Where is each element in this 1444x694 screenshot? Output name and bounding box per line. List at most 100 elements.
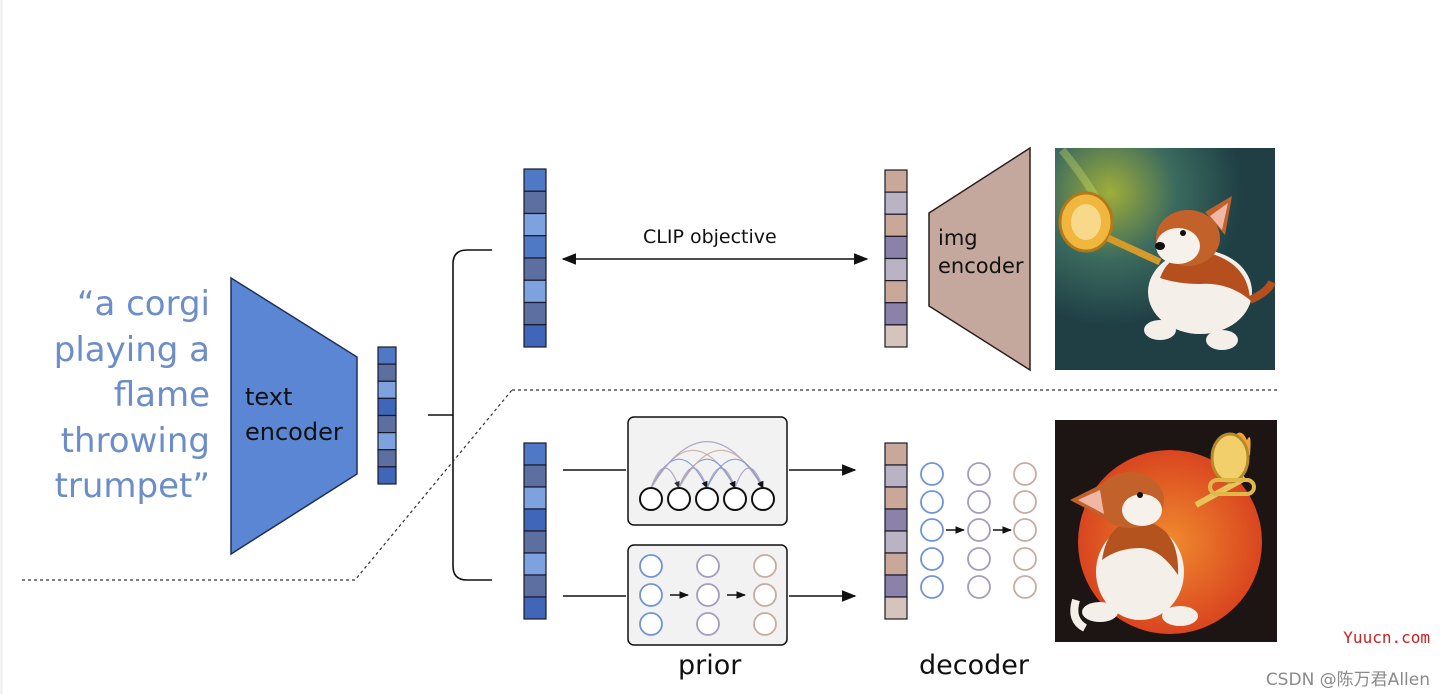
decoder-node [967,462,991,486]
decoder-node [1013,547,1037,571]
attention-arc [678,449,764,489]
diffusion-node [753,554,777,578]
attention-arc [706,467,736,489]
img-encoder-label-line: img [938,226,978,250]
prompt-line: trumpet” [54,466,210,506]
attention-arc [734,467,764,489]
clip-objective-label: CLIP objective [643,226,777,248]
watermark-author: CSDN @陈万君Allen [1265,670,1430,690]
decoder-label: decoder [919,650,1029,681]
prompt-line: flame [113,375,210,415]
decoder-node [1013,462,1037,486]
token-node [723,487,747,511]
embedding-cell [884,169,908,193]
diffusion-prior-nodes [639,554,777,636]
dashed-separator-left [22,389,513,581]
embedding-cell [523,212,547,237]
clip-text-embedding-vector [523,168,547,348]
decoder-node [920,575,944,599]
embedding-cell [884,280,908,304]
embedding-cell [884,302,908,326]
token-node [695,487,719,511]
decoder-node [1013,575,1037,599]
attention-arc [678,467,708,489]
generated-image-decoder [1055,420,1277,642]
decoder-input-embedding-vector [884,442,908,620]
decoder-node [967,547,991,571]
embedding-cell [523,235,547,259]
text-encoder-label: text encoder [245,380,343,450]
prior-input-embedding-vector [523,442,547,620]
embedding-cell [884,596,908,620]
embedding-cell [377,449,397,468]
text-encoder-block [230,276,358,556]
attention-arc [706,458,764,489]
embedding-cell [884,235,908,260]
diffusion-node [639,583,663,607]
embedding-cell [523,301,547,326]
text-encoder-label-line: text [245,383,293,411]
text-encoder-label-line: encoder [245,418,343,446]
img-encoder-label-line: encoder [938,254,1024,278]
embedding-cell [884,508,908,532]
embedding-cell [523,530,547,554]
diffusion-node [639,554,663,578]
clip-image-embedding-vector [884,169,908,348]
embedding-cell [884,257,908,282]
embedding-cell [377,346,397,365]
watermark-site: Yuucn.com [1343,628,1430,647]
prompt-line: “a corgi [76,284,210,324]
text-embedding-vector [377,346,397,485]
embedding-cell [884,213,908,237]
embedding-cell [523,596,547,620]
embedding-cell [523,190,547,215]
embedding-cell [377,380,397,399]
embedding-cell [377,414,397,434]
embedding-cell [523,279,547,304]
prior-label: prior [678,650,742,681]
diffusion-node [639,612,663,636]
embedding-cell [523,324,547,348]
embedding-cell [377,397,397,417]
embedding-cell [884,574,908,598]
diffusion-node [753,612,777,636]
embedding-cell [377,432,397,451]
decoder-node [920,547,944,571]
prompt-line: playing a [53,329,210,370]
diffusion-node [696,583,720,607]
token-node [667,487,691,511]
diffusion-node [696,554,720,578]
decoder-node [920,490,944,514]
embedding-cell [523,464,547,488]
embedding-cell [523,168,547,192]
embedding-cell [523,486,547,510]
embedding-cell [884,442,908,466]
decoder-diffusion-nodes [920,462,1037,599]
embedding-cell [523,442,547,466]
decoder-node [967,490,991,514]
embedding-cell [884,464,908,488]
autoregressive-attention-arcs [650,441,764,489]
decoder-node [967,518,991,542]
branch-bracket [452,249,492,581]
embedding-cell [523,257,547,281]
decoder-node [920,518,944,542]
embedding-cell [884,191,908,215]
generated-image-clip [1055,147,1276,370]
diffusion-node [753,583,777,607]
embedding-cell [523,552,547,576]
embedding-cell [377,466,397,485]
text-prompt: “a corgi playing a flame throwing trumpe… [20,282,210,510]
embedding-cell [884,324,908,348]
token-node [639,487,663,511]
diffusion-node [696,612,720,636]
embedding-cell [523,508,547,532]
decoder-node [920,462,944,486]
img-encoder-label: img encoder [938,224,1024,280]
token-node [751,487,775,511]
autoregressive-token-nodes [639,487,775,511]
prompt-line: throwing [60,420,210,461]
embedding-cell [884,530,908,554]
embedding-cell [523,574,547,598]
